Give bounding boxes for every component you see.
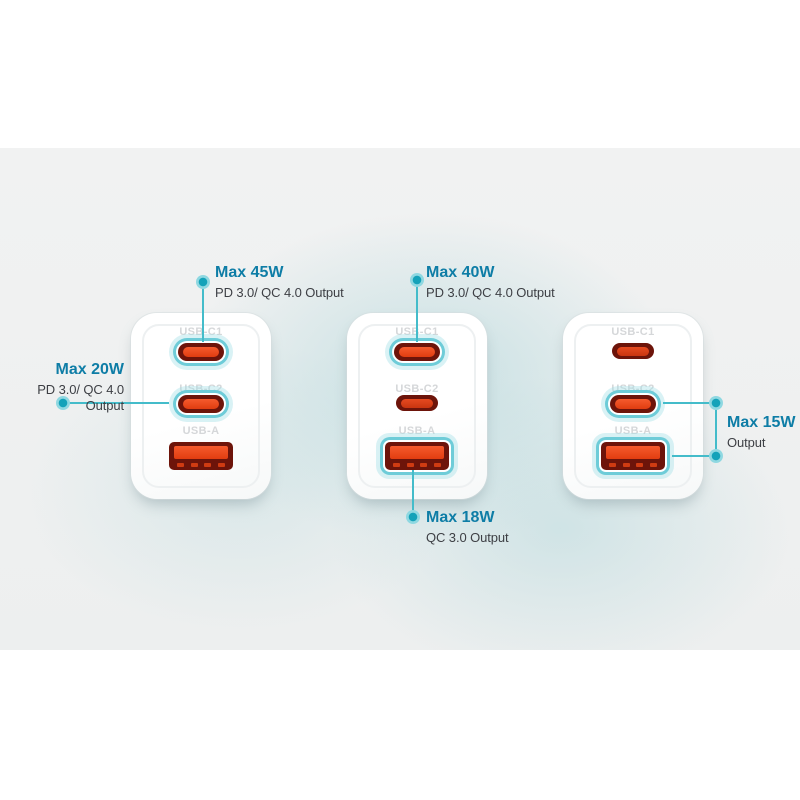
connector-line xyxy=(663,402,716,404)
connector-line xyxy=(715,402,717,457)
usb-a-pins xyxy=(393,463,441,467)
right-charger-usb-c2-port xyxy=(610,395,656,413)
middle-charger-usb-c1-port xyxy=(394,343,440,361)
left-charger-usb-c1-port xyxy=(178,343,224,361)
port-label-usb-c1: USB-C1 xyxy=(611,326,655,338)
left-charger-usb-a-port xyxy=(169,442,233,470)
product-image-background: USB-C1 USB-C2 USB-A USB-C1 USB-C2 USB-A xyxy=(0,148,800,650)
connector-dot xyxy=(709,396,723,410)
left-charger: USB-C1 USB-C2 USB-A xyxy=(131,313,271,499)
usb-c-slot xyxy=(399,347,435,357)
usb-a-tongue xyxy=(174,446,228,459)
usb-c-slot xyxy=(615,399,651,409)
annotation-title: Max 45W xyxy=(215,264,284,281)
usb-c-slot xyxy=(617,346,649,356)
callout-max-40w: Max 40W PD 3.0/ QC 4.0 Output xyxy=(426,263,555,301)
port-label-usb-c2: USB-C2 xyxy=(611,383,655,395)
connector-line xyxy=(416,280,418,342)
usb-c-slot xyxy=(183,399,219,409)
connector-line xyxy=(202,282,204,342)
middle-charger: USB-C1 USB-C2 USB-A xyxy=(347,313,487,499)
port-label-usb-c2: USB-C2 xyxy=(395,383,439,395)
callout-max-20w: Max 20W PD 3.0/ QC 4.0 Output xyxy=(0,360,124,414)
callout-max-18w: Max 18W QC 3.0 Output xyxy=(426,508,509,546)
connector-dot xyxy=(410,273,424,287)
usb-a-tongue xyxy=(606,446,660,459)
port-label-usb-a: USB-A xyxy=(614,425,652,437)
right-charger-usb-a-port xyxy=(601,442,665,470)
annotation-title: Max 15W xyxy=(727,414,796,431)
callout-max-45w: Max 45W PD 3.0/ QC 4.0 Output xyxy=(215,263,344,301)
connector-dot xyxy=(196,275,210,289)
connector-dot xyxy=(709,449,723,463)
connector-line xyxy=(63,402,169,404)
usb-a-pins xyxy=(177,463,225,467)
left-charger-usb-c2-port xyxy=(178,395,224,413)
port-label-usb-c2: USB-C2 xyxy=(179,383,223,395)
connector-line xyxy=(672,455,716,457)
annotation-title: Max 40W xyxy=(426,264,495,281)
usb-c-slot xyxy=(401,398,433,408)
callout-max-15w: Max 15W Output xyxy=(727,413,795,451)
port-label-usb-a: USB-A xyxy=(182,425,220,437)
annotation-subtitle: PD 3.0/ QC 4.0 Output xyxy=(215,285,344,300)
usb-a-tongue xyxy=(390,446,444,459)
middle-charger-usb-c2-port xyxy=(396,395,438,411)
annotation-subtitle: PD 3.0/ QC 4.0 Output xyxy=(426,285,555,300)
annotation-subtitle: Output xyxy=(727,435,766,450)
middle-charger-usb-a-port xyxy=(385,442,449,470)
right-charger-usb-c1-port xyxy=(612,343,654,359)
port-label-usb-a: USB-A xyxy=(398,425,436,437)
annotation-subtitle: QC 3.0 Output xyxy=(426,530,509,545)
usb-a-pins xyxy=(609,463,657,467)
annotation-title: Max 20W xyxy=(55,361,124,378)
annotation-title: Max 18W xyxy=(426,509,495,526)
usb-c-slot xyxy=(183,347,219,357)
right-charger: USB-C1 USB-C2 USB-A xyxy=(563,313,703,499)
annotation-subtitle: PD 3.0/ QC 4.0 Output xyxy=(37,382,124,413)
port-label-usb-c1: USB-C1 xyxy=(179,326,223,338)
connector-dot xyxy=(406,510,420,524)
connector-dot xyxy=(56,396,70,410)
connector-line xyxy=(412,470,414,516)
